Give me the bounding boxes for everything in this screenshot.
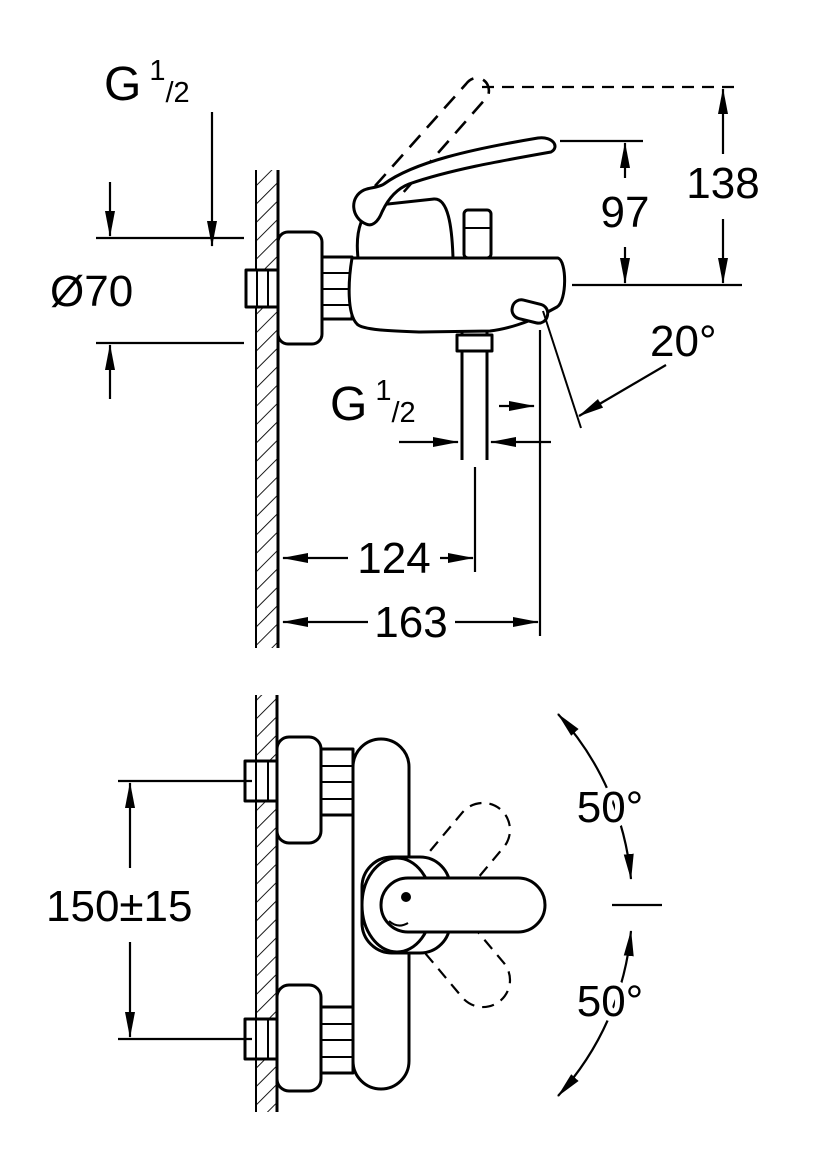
wall-escutcheon <box>276 230 324 346</box>
aerator <box>510 298 550 325</box>
inlet-fitting <box>244 268 280 309</box>
dim150-label: 150±15 <box>46 882 193 931</box>
swing-arc-top <box>557 713 634 880</box>
dia70-label: Ø70 <box>50 267 133 316</box>
diverter-knob <box>462 208 493 260</box>
dim124-label: 124 <box>357 534 430 583</box>
spray-angle-line <box>542 310 582 429</box>
handle-mark <box>388 920 409 927</box>
handle-dot <box>401 892 411 902</box>
faucet-body <box>347 256 567 334</box>
lever-raised-dashed <box>374 76 491 195</box>
outlet-nut <box>455 333 494 353</box>
lever-handle <box>352 136 557 227</box>
angle50-top-label: 50° <box>577 783 644 832</box>
wall-hatch <box>256 170 278 648</box>
angle20-leader <box>578 364 667 417</box>
swing-arc-bottom <box>557 930 634 1097</box>
angle50-bottom-label: 50° <box>577 977 644 1026</box>
front-view: 150±15 50° 50° <box>46 695 662 1112</box>
dim97-label: 97 <box>601 188 650 237</box>
dim138-label: 138 <box>686 159 759 208</box>
escutcheon-top <box>275 735 323 845</box>
dim163-label: 163 <box>374 598 447 647</box>
lever-handle-front <box>379 876 547 934</box>
angle20-label: 20° <box>650 317 717 366</box>
escutcheon-bottom <box>275 983 323 1093</box>
